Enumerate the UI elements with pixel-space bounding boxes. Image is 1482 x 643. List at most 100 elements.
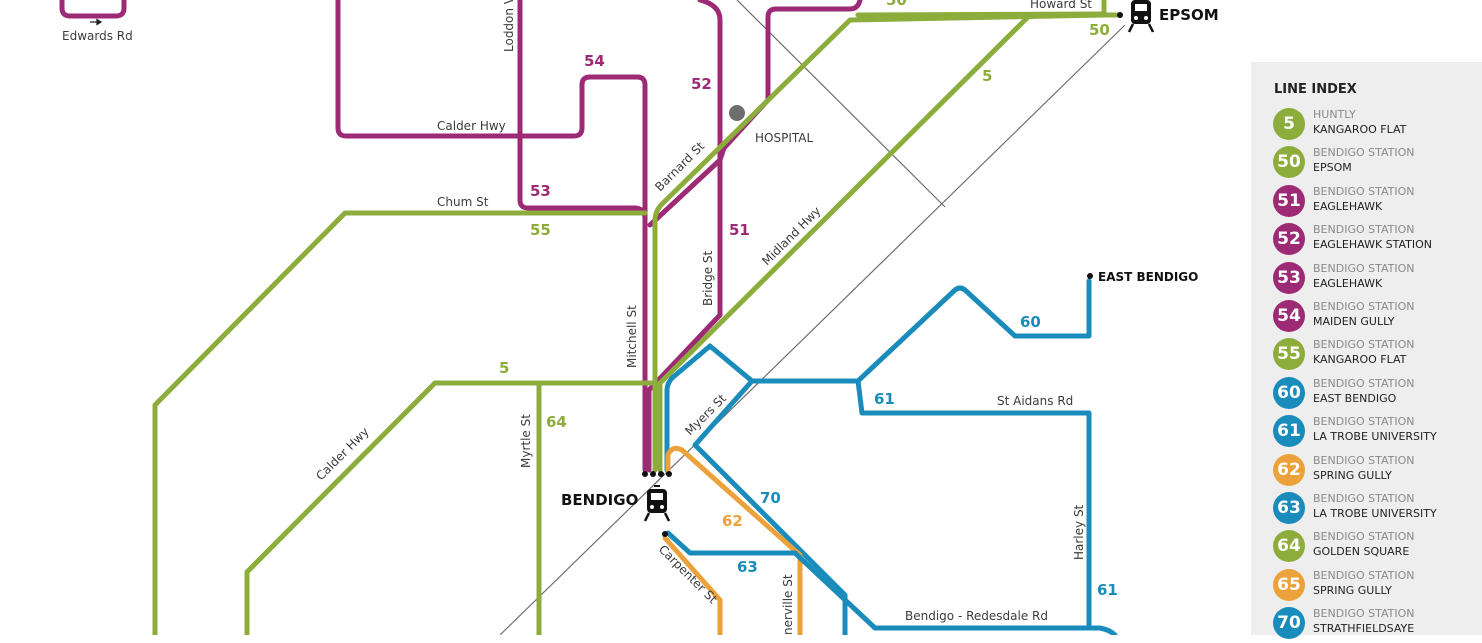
route-line-5-west bbox=[244, 380, 658, 635]
street-label-midland: Midland Hwy bbox=[759, 204, 823, 268]
route-origin: BENDIGO STATION bbox=[1313, 376, 1415, 390]
street-label-st-aidans: St Aidans Rd bbox=[997, 394, 1073, 408]
bendigo-train-icon bbox=[643, 485, 671, 522]
route-badge: 53 bbox=[1273, 261, 1305, 294]
route-line-70 bbox=[692, 378, 848, 635]
route-line-60 bbox=[664, 278, 1092, 473]
route-line-61 bbox=[855, 378, 1092, 628]
route-label-53: 53 bbox=[530, 182, 551, 200]
route-line-purple-loop bbox=[59, 0, 127, 19]
edwards-arrow-icon bbox=[90, 18, 103, 26]
route-origin: BENDIGO STATION bbox=[1313, 338, 1415, 352]
stop-dot bbox=[658, 471, 664, 477]
route-line-5 bbox=[657, 12, 1121, 473]
street-label-somerville: nerville St bbox=[781, 574, 795, 635]
route-destination: LA TROBE UNIVERSITY bbox=[1313, 430, 1437, 444]
route-line-52 bbox=[647, 0, 723, 228]
route-label-50-top: 50 bbox=[886, 0, 907, 9]
street-label-loddon: Loddon V bbox=[502, 0, 516, 52]
route-label-5-top: 5 bbox=[982, 67, 992, 85]
bendigo-station-stops bbox=[642, 471, 672, 537]
route-label-50: 50 bbox=[1089, 21, 1110, 39]
route-line-51 bbox=[646, 0, 863, 473]
route-line-65 bbox=[662, 535, 723, 635]
route-label-61-bottom: 61 bbox=[1097, 581, 1118, 599]
route-label-55: 55 bbox=[530, 221, 551, 239]
route-label-62: 62 bbox=[722, 512, 743, 530]
hospital-label: HOSPITAL bbox=[755, 131, 813, 145]
route-origin: BENDIGO STATION bbox=[1313, 492, 1415, 505]
bendigo-label: BENDIGO bbox=[561, 491, 638, 509]
route-badge: 65 bbox=[1273, 568, 1305, 601]
route-destination: EAGLEHAWK bbox=[1313, 199, 1383, 213]
route-label-63: 63 bbox=[737, 558, 758, 576]
route-badge: 70 bbox=[1273, 607, 1305, 640]
rail-line-north bbox=[736, 0, 946, 208]
route-badge: 52 bbox=[1273, 223, 1305, 256]
route-destination: KANGAROO FLAT bbox=[1313, 123, 1407, 136]
route-label-61-top: 61 bbox=[874, 390, 895, 408]
rail-lines bbox=[499, 0, 1126, 635]
route-destination: EAGLEHAWK bbox=[1313, 276, 1383, 290]
street-label-chum: Chum St bbox=[437, 195, 489, 209]
route-origin: BENDIGO STATION bbox=[1313, 300, 1415, 313]
stop-dot bbox=[642, 471, 648, 477]
route-badge: 50 bbox=[1273, 146, 1305, 179]
route-badge: 62 bbox=[1273, 453, 1305, 486]
epsom-train-icon bbox=[1127, 0, 1155, 33]
route-badge: 61 bbox=[1273, 415, 1305, 448]
route-line-55 bbox=[652, 0, 1107, 473]
route-label-52: 52 bbox=[691, 75, 712, 93]
route-destination: MAIDEN GULLY bbox=[1313, 315, 1395, 328]
east-bendigo-label: EAST BENDIGO bbox=[1098, 270, 1198, 284]
route-label-51: 51 bbox=[729, 221, 750, 239]
line-index-title: LINE INDEX bbox=[1274, 82, 1357, 97]
rail-line-epsom bbox=[499, 24, 1126, 635]
line-index-item: 54 BENDIGO STATION MAIDEN GULLY bbox=[1273, 300, 1478, 336]
route-badge: 60 bbox=[1273, 376, 1305, 409]
route-label-54: 54 bbox=[584, 52, 605, 70]
route-badge: 63 bbox=[1273, 492, 1305, 524]
street-label-mitchell: Mitchell St bbox=[625, 305, 639, 368]
street-label-redesdale: Bendigo - Redesdale Rd bbox=[905, 609, 1048, 623]
route-label-70: 70 bbox=[760, 489, 781, 507]
route-line-63 bbox=[665, 530, 1118, 635]
route-badge: 54 bbox=[1273, 300, 1305, 332]
route-origin: BENDIGO STATION bbox=[1313, 530, 1415, 544]
route-label-64: 64 bbox=[546, 413, 567, 431]
hospital-dot bbox=[729, 105, 745, 121]
street-label-edwards: Edwards Rd bbox=[62, 29, 133, 43]
route-badge: 51 bbox=[1273, 184, 1305, 217]
route-origin: BENDIGO STATION bbox=[1313, 607, 1415, 621]
route-badge: 64 bbox=[1273, 530, 1305, 563]
epsom-label: EPSOM bbox=[1159, 6, 1219, 24]
route-origin: HUNTLY bbox=[1313, 108, 1356, 121]
stop-dot bbox=[666, 471, 672, 477]
route-destination: EAST BENDIGO bbox=[1313, 391, 1397, 405]
epsom-stop-dot bbox=[1117, 12, 1123, 18]
route-destination: SPRING GULLY bbox=[1313, 583, 1392, 597]
route-line-62 bbox=[665, 445, 803, 635]
route-origin: BENDIGO STATION bbox=[1313, 261, 1415, 275]
route-destination: LA TROBE UNIVERSITY bbox=[1313, 507, 1437, 520]
route-line-55-west bbox=[152, 210, 648, 635]
route-destination: STRATHFIELDSAYE bbox=[1313, 622, 1415, 636]
route-origin: BENDIGO STATION bbox=[1313, 223, 1415, 237]
street-label-calder-top: Calder Hwy bbox=[437, 119, 506, 133]
stop-dot bbox=[650, 471, 656, 477]
route-destination: EAGLEHAWK STATION bbox=[1313, 238, 1433, 252]
route-label-60: 60 bbox=[1020, 313, 1041, 331]
street-label-bridge: Bridge St bbox=[701, 250, 715, 306]
